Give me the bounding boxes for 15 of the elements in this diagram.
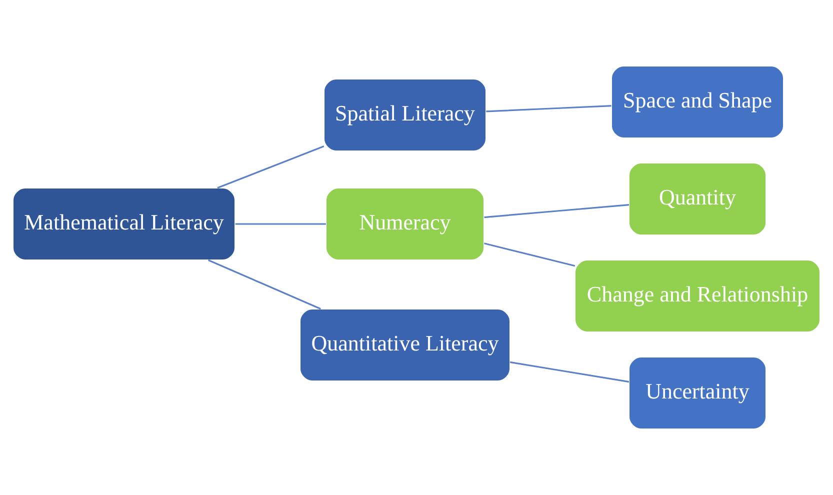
connector: [510, 361, 630, 383]
connector: [235, 223, 326, 225]
node-box: Numeracy: [326, 188, 484, 260]
node-box: Mathematical Literacy: [12, 188, 236, 260]
node-box: Uncertainty: [628, 356, 766, 430]
node-box: Space and Shape: [611, 66, 784, 138]
connector: [208, 259, 321, 310]
node-box: Spatial Literacy: [324, 78, 486, 152]
connector: [484, 204, 630, 218]
connector: [484, 242, 576, 267]
connector: [217, 146, 324, 189]
node-box: Quantity: [628, 162, 766, 236]
connector: [486, 105, 612, 112]
node-box: Change and Relationship: [574, 260, 820, 332]
node-box: Quantitative Literacy: [300, 308, 510, 382]
